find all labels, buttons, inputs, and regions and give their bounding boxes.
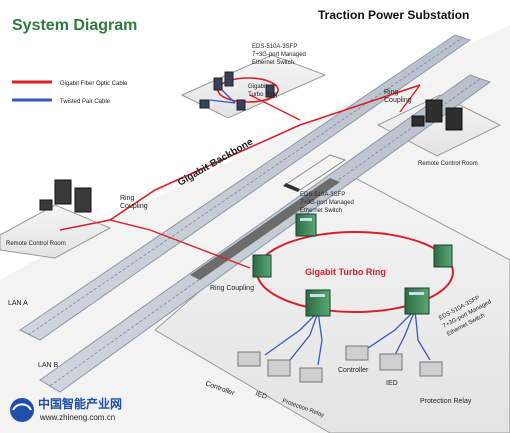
switch-top[interactable] — [295, 213, 317, 237]
railway-track-a — [19, 34, 472, 341]
rail-segment — [190, 178, 340, 280]
twisted-pair-lines — [209, 89, 431, 366]
left-room-servers — [39, 179, 92, 213]
lan-a-label: LAN A — [8, 300, 28, 307]
watermark-logo-swoosh — [12, 403, 32, 411]
device-group-left — [237, 351, 323, 383]
top-ring-label-1: Gigabit — [248, 84, 267, 90]
switch-left[interactable] — [252, 254, 272, 278]
main-ring-label: Gigabit Turbo Ring — [305, 267, 386, 277]
top-ring-label-2: Turbo Ring — [248, 92, 277, 98]
relay-right-label: Protection Relay — [420, 398, 472, 405]
watermark-logo — [10, 398, 34, 422]
right-room-servers — [411, 99, 463, 131]
left-remote-room-label: Remote Control Room — [6, 241, 66, 247]
top-switch-label-1: EDS-510A-3SFP — [252, 44, 297, 50]
ied-right-label: IED — [386, 380, 398, 387]
top-ring-link — [249, 94, 301, 121]
backbone-fiber-line — [59, 84, 421, 231]
left-coupling-link — [109, 219, 251, 269]
device-group-right — [345, 345, 443, 377]
left-coupling-label-1: Ring — [120, 195, 135, 202]
watermark-cn: 中国智能产业网 — [38, 396, 122, 411]
left-coupling-label-2: Coupling — [120, 203, 148, 210]
top-servers — [199, 71, 275, 111]
header-title: Traction Power Substation — [318, 8, 469, 22]
top-platform — [180, 54, 327, 119]
top-switch-label-2: 7+3G-port Managed — [252, 52, 306, 58]
switch-bottom-right[interactable] — [404, 287, 430, 315]
main-ring-coupling-label: Ring Coupling — [210, 285, 254, 292]
controller-right-label: Controller — [338, 367, 369, 374]
train — [283, 154, 347, 192]
switch-bottom-left[interactable] — [305, 289, 331, 317]
ied-left-label: IED — [254, 390, 267, 401]
legend-fiber-label: Gigabit Fiber Optic Cable — [60, 81, 128, 87]
right-coupling-label-1: Ring — [384, 89, 399, 96]
watermark-url: www.zhineng.com.cn — [39, 413, 115, 422]
diagram-title: System Diagram — [12, 17, 137, 34]
main-switch-top-label-1: EDS-510A-3SFP — [300, 192, 345, 198]
switch-right[interactable] — [433, 244, 453, 268]
main-switch-top-label-2: 7+3G-port Managed — [300, 200, 354, 206]
top-switch-label-3: Ethernet Switch — [252, 60, 294, 66]
right-coupling-link — [399, 84, 421, 113]
lan-b-label: LAN B — [38, 362, 59, 369]
legend-twisted-label: Twisted Pair Cable — [60, 99, 111, 105]
right-coupling-label-2: Coupling — [384, 97, 412, 104]
right-remote-room-label: Remote Control Room — [418, 161, 478, 167]
main-switch-top-label-3: Ethernet Switch — [300, 208, 342, 214]
